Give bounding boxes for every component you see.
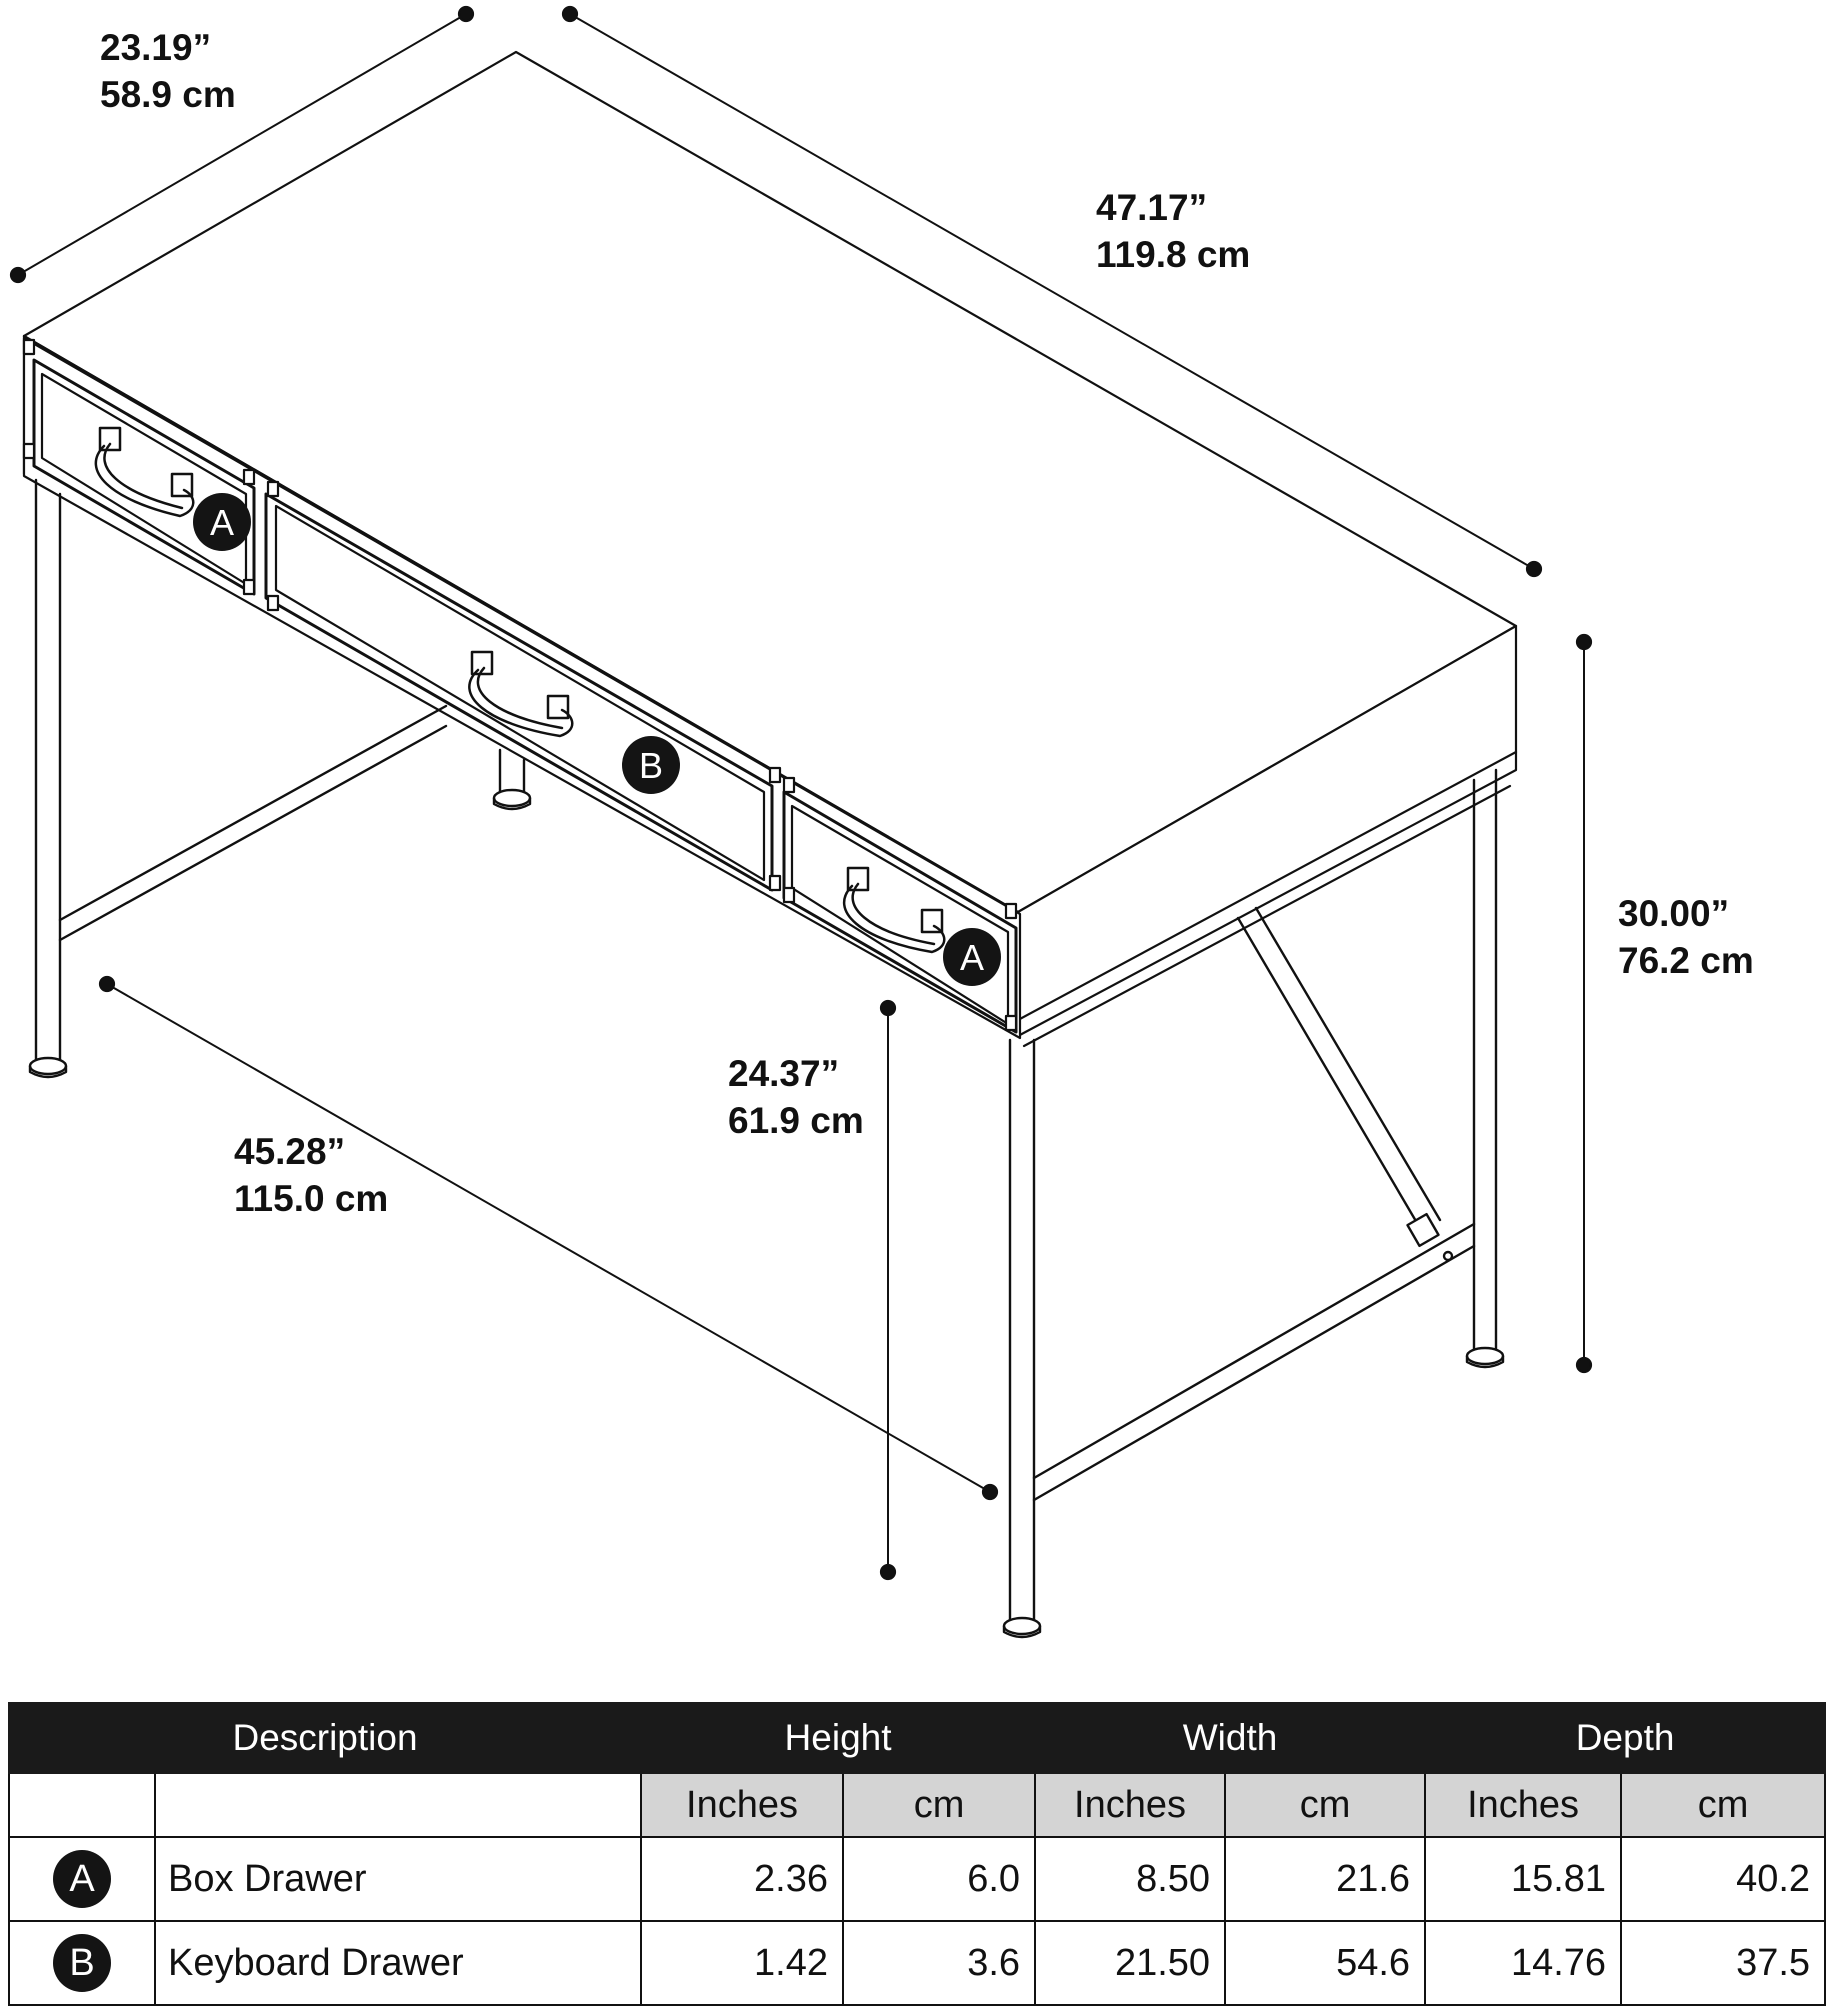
table-header-row: Description Height Width Depth [7, 1702, 1827, 1774]
unit-depth-inches: Inches [1424, 1772, 1623, 1838]
width-top-cm: 119.8 cm [1096, 234, 1251, 275]
row-depth-cm: 37.5 [1620, 1920, 1827, 2006]
row-depth-inches: 14.76 [1424, 1920, 1623, 2006]
callout-b-text: B [639, 745, 663, 786]
width-top-label: 47.17” 119.8 cm [1096, 184, 1250, 278]
table-unit-row: Inches cm Inches cm Inches cm [8, 1772, 1827, 1838]
depth-top-inches: 23.19” [100, 27, 212, 68]
callout-b: B [622, 736, 680, 794]
drawer-dimensions-table: Description Height Width Depth Inches cm… [7, 1702, 1827, 2006]
row-width-cm: 54.6 [1224, 1920, 1427, 2006]
unit-width-inches: Inches [1034, 1772, 1227, 1838]
leg-span-cm: 115.0 cm [234, 1178, 389, 1219]
badge-a: A [53, 1850, 111, 1908]
drawer-front [22, 336, 1022, 1040]
row-width-cm: 21.6 [1224, 1836, 1427, 1922]
header-description: Description [7, 1702, 643, 1774]
row-width-inches: 8.50 [1034, 1836, 1227, 1922]
row-height-inches: 2.36 [640, 1836, 845, 1922]
unit-height-inches: Inches [640, 1772, 845, 1838]
header-width: Width [1034, 1702, 1427, 1774]
header-depth: Depth [1424, 1702, 1827, 1774]
row-width-inches: 21.50 [1034, 1920, 1227, 2006]
badge-b: B [53, 1934, 111, 1992]
unit-width-cm: cm [1224, 1772, 1427, 1838]
depth-top-cm: 58.9 cm [100, 74, 236, 115]
unit-blank-description [153, 1772, 643, 1838]
callout-a-right: A [943, 928, 1001, 986]
knee-height-label: 24.37” 61.9 cm [728, 1050, 864, 1144]
knee-height-inches: 24.37” [728, 1053, 840, 1094]
callout-a-left: A [193, 493, 251, 551]
height-total-label: 30.00” 76.2 cm [1618, 890, 1754, 984]
row-depth-inches: 15.81 [1424, 1836, 1623, 1922]
row-badge-cell: A [8, 1836, 156, 1922]
table-row: A Box Drawer 2.36 6.0 8.50 21.6 15.81 40… [8, 1836, 1827, 1922]
leg-span-inches: 45.28” [234, 1131, 346, 1172]
row-height-cm: 6.0 [842, 1836, 1037, 1922]
height-total-inches: 30.00” [1618, 893, 1730, 934]
leg-span-label: 45.28” 115.0 cm [234, 1128, 388, 1222]
width-top-inches: 47.17” [1096, 187, 1208, 228]
unit-height-cm: cm [842, 1772, 1037, 1838]
row-description: Keyboard Drawer [153, 1920, 643, 2006]
depth-top-label: 23.19” 58.9 cm [100, 24, 236, 118]
row-description: Box Drawer [153, 1836, 643, 1922]
height-total-cm: 76.2 cm [1618, 940, 1754, 981]
row-badge-cell: B [8, 1920, 156, 2006]
table-row: B Keyboard Drawer 1.42 3.6 21.50 54.6 14… [8, 1920, 1827, 2006]
desk-line-drawing: A B A [9, 5, 1593, 1639]
unit-blank-badge [8, 1772, 156, 1838]
row-height-inches: 1.42 [640, 1920, 845, 2006]
row-height-cm: 3.6 [842, 1920, 1037, 2006]
callout-a-left-text: A [210, 502, 234, 543]
drawer-handles [94, 426, 946, 954]
callout-a-right-text: A [960, 937, 984, 978]
desk-legs [28, 478, 1505, 1639]
knee-height-cm: 61.9 cm [728, 1100, 864, 1141]
dimension-lines [9, 5, 1593, 1581]
header-height: Height [640, 1702, 1037, 1774]
unit-depth-cm: cm [1620, 1772, 1827, 1838]
row-depth-cm: 40.2 [1620, 1836, 1827, 1922]
